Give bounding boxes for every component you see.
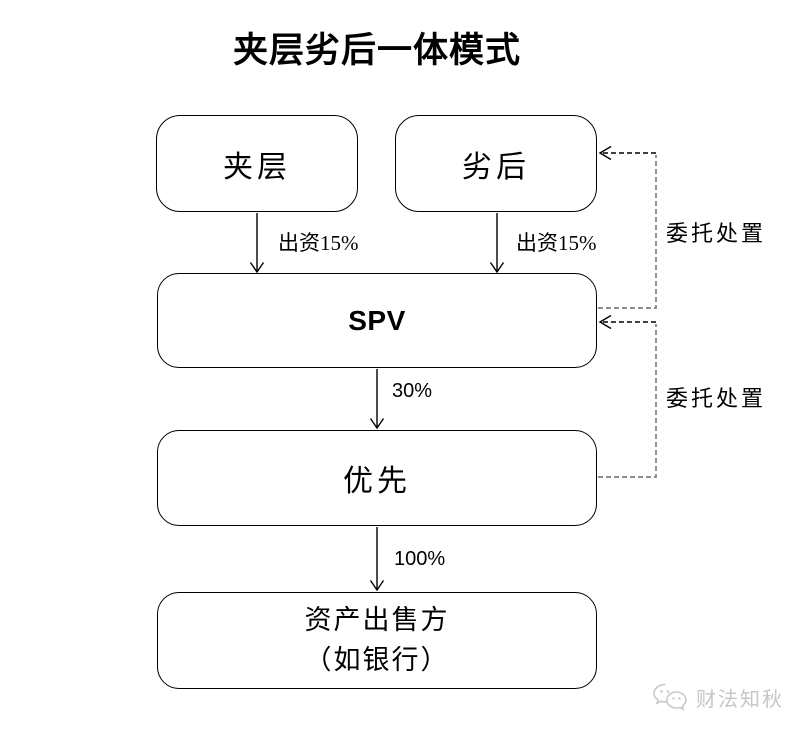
node-spv: SPV	[157, 273, 597, 368]
node-subordinate: 劣后	[395, 115, 597, 212]
edge-label-contribution-left: 出资15%	[278, 231, 359, 255]
wechat-icon	[652, 683, 689, 712]
edge-label-30pct: 30%	[392, 380, 433, 402]
node-senior-label: 优先	[343, 465, 411, 498]
arrow-jiaceng-to-spv	[249, 213, 265, 274]
node-spv-label: SPV	[348, 304, 406, 336]
arrow-spv-to-youxian	[369, 369, 385, 430]
edge-label-entrusted-disposal-top: 委托处置	[666, 221, 767, 246]
dashed-elbow-youxian-to-spv	[598, 324, 657, 478]
node-subordinate-label: 劣后	[462, 150, 530, 184]
edge-label-100pct: 100%	[394, 548, 446, 570]
node-senior: 优先	[157, 430, 597, 526]
node-asset-seller: 资产出售方 （如银行）	[157, 592, 597, 689]
node-mezzanine-label: 夹层	[223, 150, 291, 184]
arrow-liehou-to-spv	[489, 213, 505, 274]
node-mezzanine: 夹层	[156, 115, 358, 212]
node-asset-seller-line1: 资产出售方	[304, 605, 450, 636]
node-asset-seller-line2: （如银行）	[304, 644, 450, 675]
dashed-elbow-spv-to-liehou	[598, 155, 657, 309]
watermark: 财法知秋	[652, 683, 784, 712]
dashed-arrow-into-spv	[598, 314, 656, 330]
arrow-youxian-to-seller	[369, 527, 385, 592]
diagram-title: 夹层劣后一体模式	[232, 31, 522, 70]
edge-label-entrusted-disposal-bottom: 委托处置	[666, 386, 767, 411]
edge-label-contribution-right: 出资15%	[516, 231, 597, 255]
watermark-text: 财法知秋	[696, 689, 784, 711]
dashed-arrow-into-liehou	[598, 145, 656, 161]
